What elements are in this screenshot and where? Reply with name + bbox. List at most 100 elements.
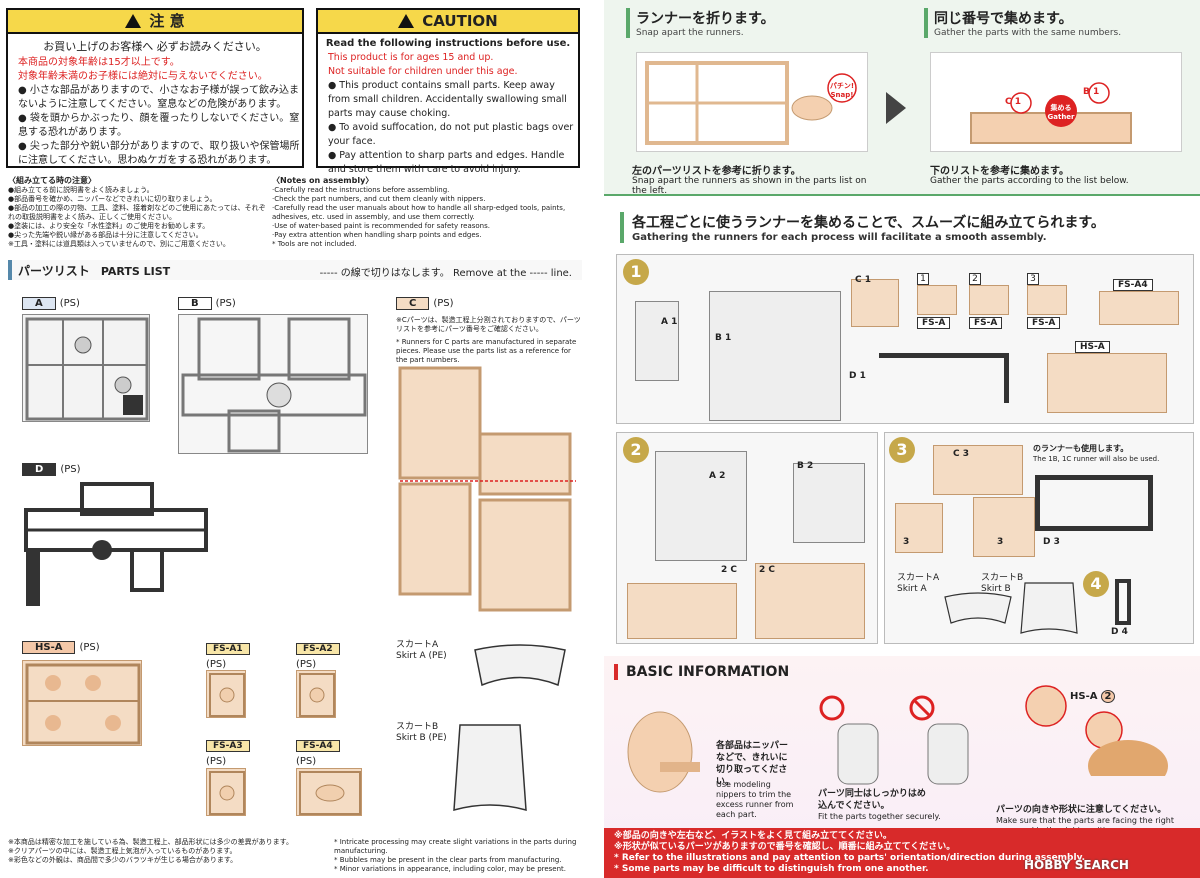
footer-note-en-line: * Minor variations in appearance, includ… <box>334 865 567 873</box>
step-1-runner-d <box>879 353 1009 403</box>
runner-fs-a4-diagram <box>296 768 362 816</box>
runner-fs-a3-type: (PS) <box>206 756 227 767</box>
runner-d-label: D (PS) <box>22 463 81 476</box>
gather-caption-en: Gather the parts according to the list b… <box>930 176 1129 186</box>
assembly-note-jp-line: ●組み立てる前に説明書をよく読みましょう。 <box>8 186 154 194</box>
step-3-label-3b: 3 <box>997 537 1004 547</box>
skirt-a-label-jp: スカートA <box>396 640 439 650</box>
basic-info-title: BASIC INFORMATION <box>626 664 790 680</box>
runner-a-tag: A <box>22 297 56 310</box>
step-2-label-c2a: 2 C <box>721 565 738 575</box>
tip-3-hs-label: HS-A 2 <box>1070 690 1115 703</box>
tip-3-hs-num: 2 <box>1100 690 1115 703</box>
step-3-runner-c-mid <box>973 497 1035 557</box>
runner-c-tag: C <box>396 297 430 310</box>
step-2-label-c2b: 2 C <box>759 565 776 575</box>
step-2-runner-c2 <box>755 563 865 639</box>
warning-triangle-icon <box>398 14 415 28</box>
skirt-a-image <box>470 640 570 690</box>
step-arrow-icon <box>886 92 906 124</box>
runner-fs-a4-type: (PS) <box>296 756 317 767</box>
assembly-note-en-line: ·Carefully read the instructions before … <box>272 186 450 194</box>
tip-2-jp: パーツ同士はしっかりはめ込んでください。 <box>818 789 926 811</box>
snap-step-title-jp: ランナーを折ります。 <box>636 11 775 27</box>
runner-hs-a-tag: HS-A <box>22 641 76 654</box>
step-2-runner-b <box>793 463 865 543</box>
tip-2-svg <box>819 695 969 785</box>
runner-c-label: C (PS) <box>396 297 454 310</box>
runner-fs-a1-label: FS-A1 (PS) <box>206 643 250 670</box>
runner-a-type: (PS) <box>59 298 80 309</box>
runner-fs-a2-diagram <box>296 670 336 718</box>
step-3-runner-c-left <box>895 503 943 553</box>
step-1-fs-runner-2 <box>969 285 1009 315</box>
gather-label-b1: B 1 <box>1083 87 1100 97</box>
step-1-hs-a-label: HS-A <box>1075 341 1110 353</box>
caution-en-line: ● This product contains small parts. Kee… <box>328 80 567 119</box>
footer-notes-en: * Intricate processing may create slight… <box>334 838 590 874</box>
step-4-runner <box>1115 579 1131 625</box>
tip-3-jp: パーツの向きや形状に注意してください。 <box>996 805 1167 815</box>
caution-subtitle-en: Read the following instructions before u… <box>325 38 571 49</box>
gather-step-header: 同じ番号で集めます。 Gather the parts with the sam… <box>924 8 1192 38</box>
red-note-line: * Refer to the illustrations and pay att… <box>614 853 1086 863</box>
step-3-note-jp: のランナーも使用します。 <box>1033 444 1129 453</box>
caution-en-line: ● Pay attention to sharp parts and edges… <box>328 150 565 175</box>
skirt-b-label-en: Skirt B (PE) <box>396 733 447 743</box>
runner-fs-a3-tag: FS-A3 <box>206 740 250 752</box>
caution-jp-line: 本商品の対象年齢は15才以上です。 <box>18 57 180 68</box>
assembly-notes-en: 〈Notes on assembly〉 ·Carefully read the … <box>272 176 582 249</box>
tip-1-svg <box>627 711 700 793</box>
snap-caption-jp: 左のパーツリストを参考に折ります。 <box>632 166 801 177</box>
step-3-runner-d <box>1035 475 1153 531</box>
assembly-note-en-line: ·Pay extra attention when handling sharp… <box>272 231 482 239</box>
caution-en-line: ● To avoid suffocation, do not put plast… <box>328 122 574 147</box>
runner-hs-a-diagram <box>22 660 142 746</box>
caution-box-jp: 注 意 お買い上げのお客様へ 必ずお読みください。 本商品の対象年齢は15才以上… <box>6 8 304 168</box>
runner-d-type: (PS) <box>60 464 81 475</box>
snap-step-panel: ランナーを折ります。 Snap apart the runners. パチン! … <box>626 8 878 196</box>
step-1-fs-a4-label: FS-A4 <box>1113 279 1153 291</box>
runner-a-label: A (PS) <box>22 297 80 310</box>
snap-runner-svg <box>645 61 857 145</box>
basic-info-panel: BASIC INFORMATION 各部品はニッパーなどで、きれいに切り取ってく… <box>604 656 1200 878</box>
snap-illustration: パチン! Snap! <box>636 52 868 152</box>
runner-fs-a2-type: (PS) <box>296 659 317 670</box>
assembly-note-jp-line: ●部品番号を確かめ、ニッパーなどできれいに切り取りましょう。 <box>8 195 217 203</box>
gather-text: 集める Gather <box>1047 104 1075 121</box>
runner-b-type: (PS) <box>215 298 236 309</box>
step-3-label-3a: 3 <box>903 537 910 547</box>
step-3-skirt-a-image <box>943 589 1013 629</box>
runner-b-label: B (PS) <box>178 297 236 310</box>
step-1-label-a1: A 1 <box>661 317 678 327</box>
step-1-fs-runner-3 <box>1027 285 1067 315</box>
runner-fs-a1-type: (PS) <box>206 659 227 670</box>
runner-b-diagram <box>178 314 368 454</box>
runner-c-svg <box>398 366 576 612</box>
step-1-runner-a <box>635 301 679 381</box>
step-1-fs-label-3: FS-A <box>1027 317 1061 329</box>
cut-line-note: ----- の線で切りはなします。 Remove at the ----- li… <box>319 268 572 279</box>
caution-en-line: This product is for ages 15 and up. <box>328 52 494 63</box>
footer-note-jp-line: ※彩色などの外観は、商品間で多少のバラツキが生じる場合があります。 <box>8 856 238 864</box>
caution-jp-line: ● 尖った部分や鋭い部分がありますので、取り扱いや保管場所に注意してください。思… <box>18 141 300 166</box>
step-3-skirt-b-svg <box>1020 582 1078 634</box>
runner-fs-a3-svg <box>209 771 245 815</box>
parts-list-title-en: PARTS LIST <box>100 265 171 278</box>
assembly-note-jp-line: ●部品の加工の際の刃物、工具、塗料、接着剤などのご使用にあたっては、それぞれの取… <box>8 204 266 221</box>
red-note-line: ※形状が似ているパーツがありますので番号を確認し、順番に組み立ててください。 <box>614 842 956 852</box>
tip-1-jp: 各部品はニッパーなどで、きれいに切り取ってください。 <box>716 741 789 787</box>
step-1-fs-num-2: 2 <box>969 273 981 285</box>
skirt-b-label-jp: スカートB <box>396 722 439 732</box>
footer-note-en-line: * Bubbles may be present in the clear pa… <box>334 856 562 864</box>
runner-fs-a4-label: FS-A4 (PS) <box>296 740 340 767</box>
runner-fs-a3-diagram <box>206 768 246 816</box>
caution-jp-line: ● 袋を頭からかぶったり、顔を覆ったりしないでください。窒息する恐れがあります。 <box>18 113 300 138</box>
footer-note-jp-line: ※本商品は精密な加工を施している為、製造工程上、部品形状には多少の差異があります… <box>8 838 293 846</box>
runner-a-diagram <box>22 314 150 422</box>
step-1-runner-c <box>851 279 899 327</box>
step-4-badge: 4 <box>1083 571 1109 597</box>
process-heading-en: Gathering the runners for each process w… <box>632 232 1047 243</box>
step-1-panel: 1 A 1 B 1 C 1 D 1 1 FS-A 2 FS-A 3 FS-A F… <box>616 254 1194 424</box>
assembly-note-en-line: ·Check the part numbers, and cut them cl… <box>272 195 486 203</box>
